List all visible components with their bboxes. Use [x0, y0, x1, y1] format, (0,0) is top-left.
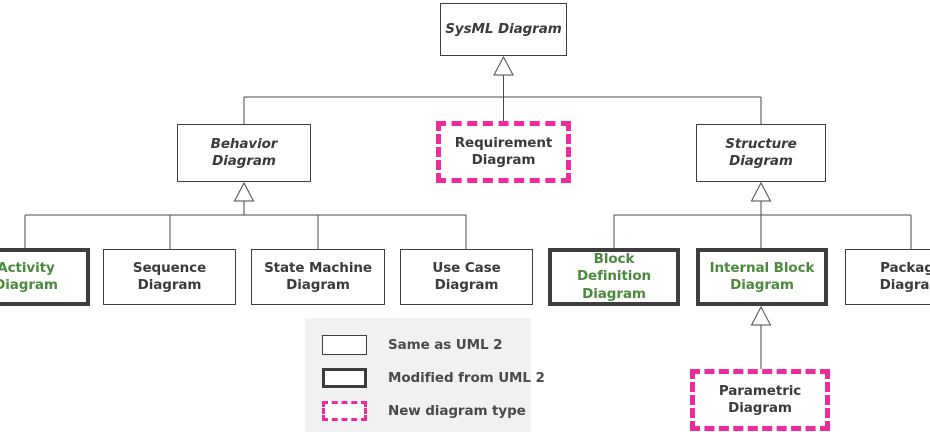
- legend-swatch-thick-border-icon: [322, 367, 367, 388]
- node-label: Activity Diagram: [0, 259, 58, 293]
- node-label: Parametric Diagram: [718, 382, 802, 416]
- node-label: State Machine Diagram: [264, 259, 372, 293]
- node-label: Use Case Diagram: [432, 259, 501, 293]
- node-structure-diagram[interactable]: Structure Diagram: [696, 124, 826, 182]
- node-parametric-diagram[interactable]: Parametric Diagram: [690, 369, 830, 431]
- node-sequence-diagram[interactable]: Sequence Diagram: [103, 249, 236, 305]
- node-activity-diagram[interactable]: Activity Diagram: [0, 248, 90, 306]
- node-label: Internal Block Diagram: [709, 259, 815, 293]
- node-block-definition-diagram[interactable]: Block Definition Diagram: [548, 248, 680, 306]
- legend-label: Modified from UML 2: [388, 369, 545, 386]
- generalization-arrow-sysml: [493, 55, 514, 76]
- node-label: Package Diagram: [879, 259, 930, 293]
- generalization-arrow-internal-block: [750, 305, 772, 326]
- node-label: SysML Diagram: [445, 20, 562, 37]
- legend-swatch-thin-border-icon: [322, 334, 367, 355]
- legend-item-new-diagram-type: New diagram type: [305, 394, 531, 427]
- node-behavior-diagram[interactable]: Behavior Diagram: [177, 124, 311, 182]
- node-label: Structure Diagram: [725, 135, 797, 169]
- legend-swatch-dashed-border-icon: [322, 400, 367, 421]
- node-label: Sequence Diagram: [132, 259, 207, 293]
- node-label: Requirement Diagram: [454, 134, 553, 168]
- node-state-machine-diagram[interactable]: State Machine Diagram: [251, 249, 385, 305]
- legend-label: Same as UML 2: [388, 336, 503, 353]
- node-sysml-diagram[interactable]: SysML Diagram: [440, 3, 567, 56]
- node-package-diagram[interactable]: Package Diagram: [845, 249, 930, 305]
- legend-label: New diagram type: [388, 402, 526, 419]
- node-internal-block-diagram[interactable]: Internal Block Diagram: [696, 248, 828, 306]
- node-use-case-diagram[interactable]: Use Case Diagram: [400, 249, 533, 305]
- node-label: Behavior Diagram: [210, 135, 278, 169]
- legend: Same as UML 2 Modified from UML 2 New di…: [305, 318, 545, 432]
- generalization-arrow-structure: [750, 181, 772, 202]
- node-requirement-diagram[interactable]: Requirement Diagram: [436, 121, 571, 183]
- legend-item-same-as-uml2: Same as UML 2: [305, 328, 531, 361]
- generalization-arrow-behavior: [233, 181, 255, 202]
- node-label: Block Definition Diagram: [576, 251, 652, 302]
- legend-item-modified-from-uml2: Modified from UML 2: [305, 361, 545, 394]
